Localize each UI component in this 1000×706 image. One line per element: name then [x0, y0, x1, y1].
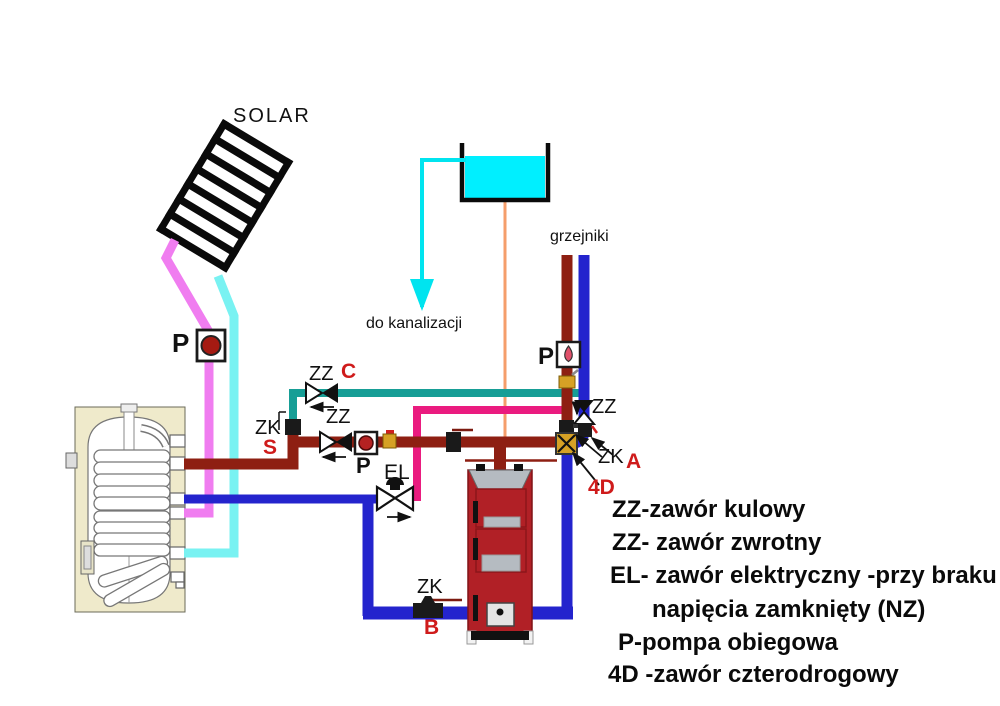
upper-coil	[93, 449, 171, 511]
overflow-pipe	[410, 158, 466, 311]
pump-solar-label: P	[172, 328, 190, 358]
valve-el-label: EL	[384, 461, 410, 484]
pump-right	[555, 340, 582, 369]
brass-fitting-mid	[382, 430, 397, 449]
valve-zk-s-label: ZK	[255, 417, 281, 439]
valve-zz-c-label: ZZ	[309, 363, 334, 385]
pump-mid-label: P	[356, 453, 371, 478]
lower-coil	[93, 510, 171, 608]
pump-solar	[195, 328, 227, 363]
check-valve-right	[571, 400, 597, 425]
ball-valve-s	[278, 411, 301, 435]
valve-zz-mid-label: ZZ	[326, 406, 351, 428]
electric-valve-el	[375, 477, 415, 523]
storage-tank	[65, 403, 186, 613]
legend-line-3: EL- zawór elektryczny -przy braku	[610, 562, 997, 589]
tee-valve	[446, 428, 473, 452]
four-way-valve-4d	[555, 432, 578, 455]
boiler	[466, 464, 534, 645]
pump-right-label: P	[538, 343, 555, 370]
brass-fitting-right	[558, 369, 579, 389]
pointer-arrows	[571, 433, 614, 486]
ball-valve-a-red	[559, 420, 579, 434]
tag-b: B	[424, 616, 440, 639]
legend-line-5: P-pompa obiegowa	[618, 629, 839, 656]
valve-zk-b-label: ZK	[417, 576, 443, 598]
tank-stubs	[169, 434, 186, 589]
teal-branch-pipe	[289, 389, 584, 430]
tag-s: S	[263, 436, 278, 459]
legend-line-2: ZZ- zawór zwrotny	[612, 529, 822, 556]
valve-zz-right-label: ZZ	[592, 396, 617, 418]
pump-mid	[353, 430, 379, 456]
radiators-label: grzejniki	[550, 228, 609, 245]
ball-valve-a-blue	[578, 423, 599, 437]
expansion-tank	[459, 143, 551, 203]
tag-c: C	[341, 360, 357, 383]
legend-line-6: 4D -zawór czterodrogowy	[608, 661, 899, 688]
valve-zk-a-label: ZK	[598, 446, 624, 468]
legend-line-4: napięcia zamknięty (NZ)	[652, 596, 926, 623]
solar-label: SOLAR	[233, 105, 311, 127]
check-valve-c	[305, 381, 338, 413]
legend-line-1: ZZ-zawór kulowy	[612, 496, 806, 523]
tag-a: A	[626, 450, 642, 473]
ball-valve-b	[413, 596, 462, 618]
solar-return-pipe-cyan	[184, 274, 239, 558]
solar-panel	[156, 119, 294, 273]
valve-4d-label: 4D	[588, 476, 615, 499]
check-valve-mid	[319, 430, 352, 463]
drain-label: do kanalizacji	[366, 315, 463, 332]
